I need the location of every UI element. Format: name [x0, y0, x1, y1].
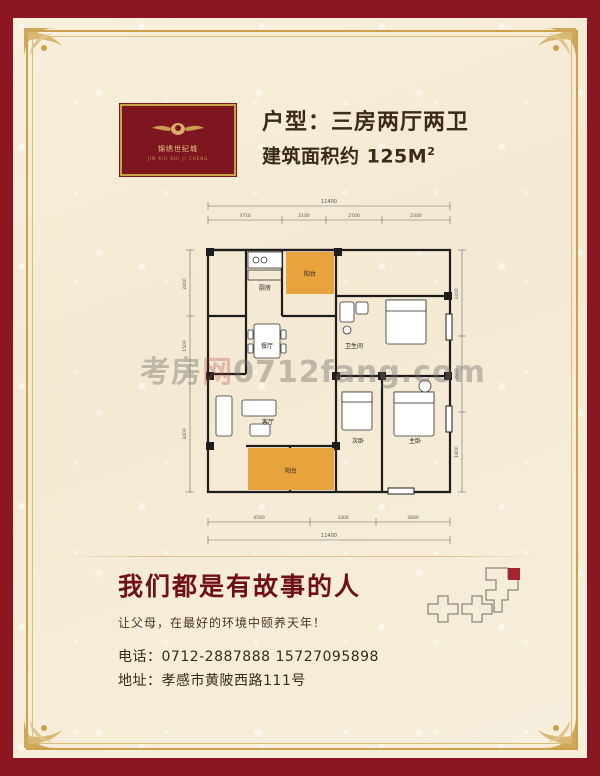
- dim-bottom-2: 3300: [337, 515, 349, 521]
- logo-name-en: JIN XIU SHI JI CHENG: [147, 156, 209, 161]
- kitchen-counter: [247, 269, 283, 281]
- balcony-north-fill: [286, 252, 334, 294]
- balcony-south-fill: [248, 448, 334, 490]
- dimension-lines-bottom: [207, 518, 451, 544]
- dim-top-2: 2100: [298, 213, 310, 219]
- kitchen-fixtures: [247, 251, 283, 269]
- dim-bottom-1: 4500: [253, 515, 265, 521]
- slogan-block: 我们都是有故事的人 让父母，在最好的环境中颐养天年！ 电话：0712-28878…: [118, 570, 379, 693]
- dim-bottom-3: 3600: [407, 515, 419, 521]
- contact-address-value: 孝感市黄陂西路111号: [161, 673, 306, 689]
- dining-table: [247, 323, 287, 359]
- gold-frame: [26, 30, 578, 750]
- border-band-left: [0, 0, 13, 776]
- bedroom-secondary-bed: [341, 391, 373, 431]
- unit-area-text: 建筑面积约 125M: [262, 145, 428, 168]
- keyplan-highlight: [508, 568, 520, 580]
- border-band-top: [0, 0, 600, 18]
- contact-address-line: 地址：孝感市黄陂西路111号: [118, 669, 379, 693]
- dim-top-1: 3710: [239, 213, 251, 219]
- unit-type-title: 户型：三房两厅两卫: [262, 110, 470, 135]
- border-band-right: [587, 0, 600, 776]
- contact-phone-label: 电话：: [118, 649, 162, 665]
- room-label-bedroom-master: 主卧: [409, 437, 421, 445]
- dim-right-1: 3200: [454, 288, 460, 300]
- dimension-lines-right: [458, 249, 466, 493]
- dim-left-2: 1500: [182, 340, 188, 352]
- eagle-wings-icon: [152, 123, 204, 135]
- living-room-furniture: [215, 395, 277, 437]
- room-label-balcony-south: 阳台: [285, 467, 297, 475]
- bathroom-fixtures: [339, 301, 369, 335]
- dim-right-2: 2800: [454, 368, 460, 380]
- bedroom-north-bed: [385, 299, 427, 345]
- structural-columns: [206, 248, 452, 450]
- plan-walls: [206, 248, 452, 494]
- bedroom-master-bed: [393, 379, 435, 437]
- dimension-lines-left: [186, 249, 194, 493]
- divider-gold: [60, 556, 540, 557]
- slogan-main: 我们都是有故事的人: [118, 572, 362, 601]
- contact-address-label: 地址：: [118, 673, 162, 689]
- dim-right-3: 1800: [454, 446, 460, 458]
- logo-name-cn: 锦绣世纪城: [158, 145, 198, 153]
- room-label-dining: 餐厅: [261, 342, 273, 350]
- room-label-balcony-north: 阳台: [304, 270, 316, 278]
- unit-area-title: 建筑面积约 125M2: [262, 138, 469, 170]
- windows: [387, 313, 453, 495]
- dim-top-4: 2300: [410, 213, 422, 219]
- dim-bottom-total: 11400: [321, 533, 337, 539]
- dim-top-3: 2700: [348, 213, 360, 219]
- slogan-sub: 让父母，在最好的环境中颐养天年！: [118, 616, 327, 630]
- logo: 锦绣世纪城 JIN XIU SHI JI CHENG: [120, 104, 236, 176]
- floor-plan: 11400 3710 2100 2700 2300 4500 3300 3600…: [150, 196, 470, 556]
- header: 锦绣世纪城 JIN XIU SHI JI CHENG 户型：三房两厅两卫 建筑面…: [120, 104, 469, 176]
- room-label-living: 客厅: [262, 418, 274, 426]
- room-label-bathroom: 卫生间: [345, 342, 363, 350]
- building-site-key-plan: [422, 562, 532, 640]
- border-band-bottom: [0, 758, 600, 776]
- dim-left-3: 3400: [182, 428, 188, 440]
- contact-block: 电话：0712-2887888 15727095898 地址：孝感市黄陂西路11…: [118, 645, 379, 693]
- dim-top-total: 11400: [321, 199, 337, 205]
- room-label-bedroom-secondary: 次卧: [352, 437, 364, 445]
- title-block: 户型：三房两厅两卫 建筑面积约 125M2: [262, 104, 469, 170]
- room-label-kitchen: 厨房: [259, 284, 271, 292]
- contact-phone-line: 电话：0712-2887888 15727095898: [118, 645, 379, 669]
- dim-left-1: 2400: [182, 278, 188, 290]
- contact-phone-numbers: 0712-2887888 15727095898: [161, 649, 379, 665]
- unit-area-superscript: 2: [427, 145, 436, 158]
- dimension-lines-top: [207, 202, 451, 224]
